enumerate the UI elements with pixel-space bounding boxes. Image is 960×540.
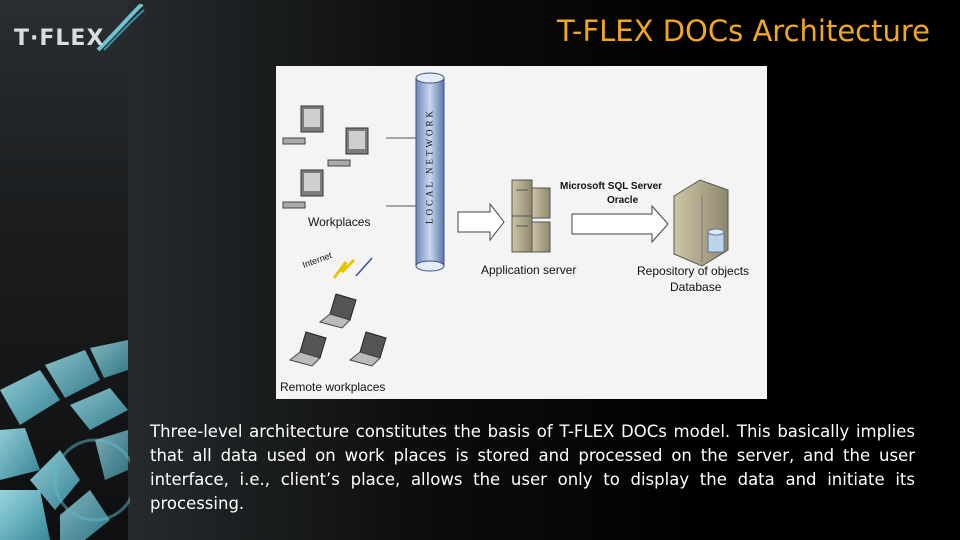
application-server-icon <box>511 179 551 253</box>
diagram-graphics <box>282 72 729 367</box>
laptop-icon <box>348 331 387 367</box>
workstation-icon <box>327 127 369 167</box>
laptop-icon <box>288 331 327 367</box>
laptop-icon <box>318 293 357 329</box>
logo-text: T·FLEX <box>14 26 105 51</box>
arrow-right-icon <box>457 202 505 242</box>
local-network-label: LOCAL NETWORK <box>424 108 435 224</box>
slide-title: T-FLEX DOCs Architecture <box>556 14 930 48</box>
workplaces-label: Workplaces <box>308 215 371 229</box>
repository-label: Repository of objects <box>637 264 750 278</box>
remote-workplaces-label: Remote workplaces <box>280 380 386 394</box>
caption-text: Three-level architecture constitutes the… <box>150 422 915 513</box>
db-engine-label: Oracle <box>607 195 639 206</box>
application-server-label: Application server <box>481 263 577 277</box>
t-flex-logo: T·FLEX <box>6 2 146 54</box>
database-label: Database <box>670 280 722 294</box>
logo-swoosh-icon <box>96 2 145 52</box>
local-network-pipe-icon <box>415 72 445 272</box>
lightning-icon <box>332 258 356 279</box>
database-server-icon <box>673 179 729 267</box>
arrow-right-icon <box>571 204 669 244</box>
architecture-diagram: LOCAL NETWORK Workplaces Internet Remote… <box>276 66 767 399</box>
decorative-disc-icon <box>0 340 130 540</box>
workstation-icon <box>282 105 324 145</box>
workstation-icon <box>282 169 324 209</box>
db-engine-label: Microsoft SQL Server <box>560 181 663 192</box>
